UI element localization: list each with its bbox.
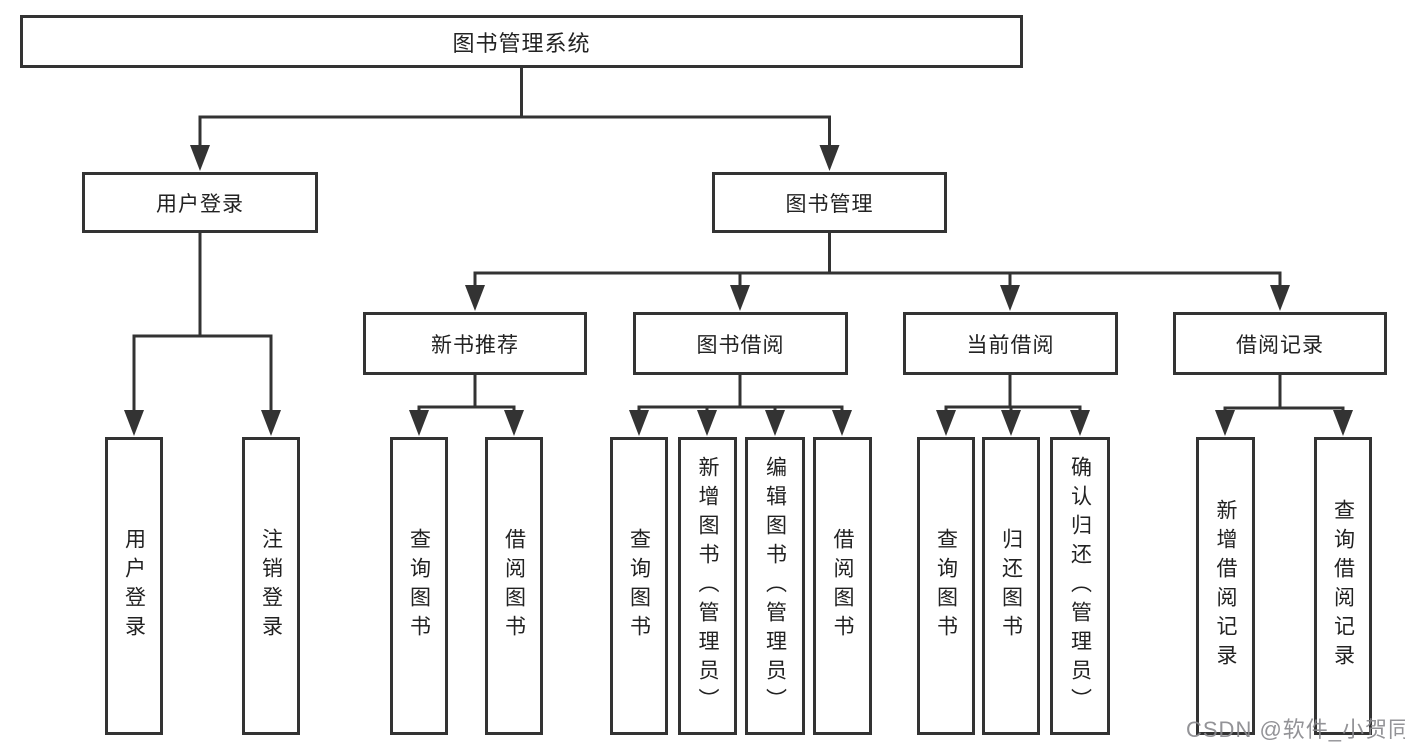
leaf-borrow-books: 借阅图书 (813, 437, 872, 735)
node-book-borrow: 图书借阅 (633, 312, 848, 375)
leaf-borrow-books-recommend-label: 借阅图书 (502, 528, 526, 644)
leaf-confirm-return-admin: 确认归还（管理员） (1050, 437, 1110, 735)
leaf-add-books-admin-label: 新增图书（管理员） (696, 455, 719, 717)
leaf-borrow-books-label: 借阅图书 (831, 528, 854, 644)
node-library-system: 图书管理系统 (20, 15, 1023, 68)
leaf-query-borrow-record: 查询借阅记录 (1314, 437, 1372, 735)
node-new-book-recommend: 新书推荐 (363, 312, 587, 375)
leaf-confirm-return-admin-label: 确认归还（管理员） (1068, 455, 1092, 717)
leaf-query-books-borrow-label: 查询图书 (627, 528, 651, 644)
node-user-login: 用户登录 (82, 172, 318, 233)
leaf-query-books-current-label: 查询图书 (934, 528, 958, 644)
node-book-management: 图书管理 (712, 172, 947, 233)
leaf-query-books-current: 查询图书 (917, 437, 975, 735)
node-borrow-records: 借阅记录 (1173, 312, 1387, 375)
arrowheads (124, 145, 1353, 436)
leaf-add-borrow-record-label: 新增借阅记录 (1214, 499, 1237, 673)
leaf-query-books-borrow: 查询图书 (610, 437, 668, 735)
watermark: CSDN @软件_小贺同学 (1186, 717, 1405, 742)
leaf-add-books-admin: 新增图书（管理员） (678, 437, 737, 735)
leaf-return-books: 归还图书 (982, 437, 1040, 735)
leaf-user-login-label: 用户登录 (122, 528, 146, 644)
leaf-borrow-books-recommend: 借阅图书 (485, 437, 543, 735)
leaf-add-borrow-record: 新增借阅记录 (1196, 437, 1255, 735)
leaf-edit-books-admin: 编辑图书（管理员） (745, 437, 805, 735)
leaf-return-books-label: 归还图书 (999, 528, 1023, 644)
leaf-query-borrow-record-label: 查询借阅记录 (1331, 499, 1355, 673)
leaf-query-books-recommend: 查询图书 (390, 437, 448, 735)
leaf-logout-label: 注销登录 (259, 528, 283, 644)
node-current-borrow: 当前借阅 (903, 312, 1118, 375)
leaf-user-login: 用户登录 (105, 437, 163, 735)
leaf-edit-books-admin-label: 编辑图书（管理员） (763, 455, 787, 717)
leaf-logout: 注销登录 (242, 437, 300, 735)
leaf-query-books-recommend-label: 查询图书 (407, 528, 431, 644)
